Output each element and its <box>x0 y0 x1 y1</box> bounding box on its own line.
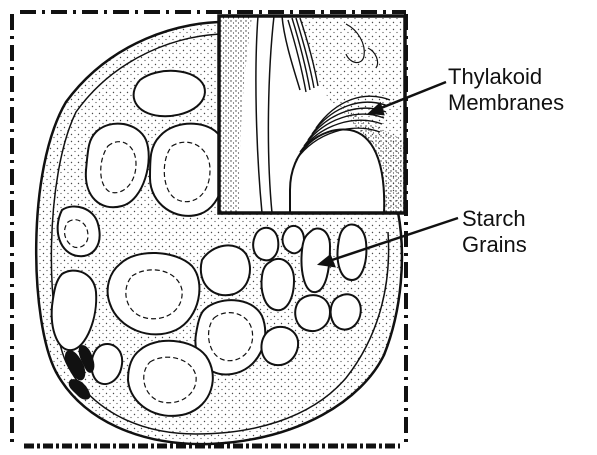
starch-label-line1: Starch <box>462 206 527 232</box>
starch-grain <box>295 295 330 331</box>
thylakoid-membranes-label: Thylakoid Membranes <box>448 64 564 116</box>
starch-grain <box>283 226 304 253</box>
starch-grain <box>128 341 213 416</box>
starch-grain <box>91 344 122 384</box>
starch-grain <box>331 294 361 329</box>
starch-grain <box>201 245 250 295</box>
starch-label-line2: Grains <box>462 232 527 258</box>
thylakoid-label-line2: Membranes <box>448 90 564 116</box>
starch-grain <box>58 206 100 256</box>
starch-grain <box>253 228 278 261</box>
thylakoid-label-line1: Thylakoid <box>448 64 564 90</box>
starch-grain <box>134 71 205 116</box>
starch-grains-label: Starch Grains <box>462 206 527 258</box>
starch-grain <box>261 327 298 365</box>
starch-grain <box>108 253 200 334</box>
starch-grain <box>262 259 294 310</box>
